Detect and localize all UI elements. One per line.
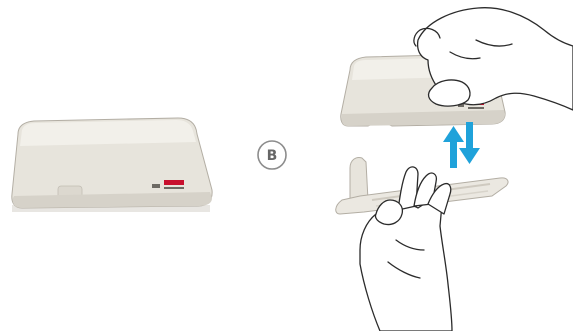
assembled-device [12,118,212,212]
arrow-down-icon [459,122,480,164]
assembled-device-brand-logo [164,180,184,185]
upper-hand [414,8,573,110]
step-marker-label: B [267,148,278,164]
assembled-device-brand-logo-line [164,187,184,189]
step-marker: B [258,141,286,169]
device-cover-brand-logo-line [468,107,484,109]
insert-remove-arrows [443,122,480,168]
arrow-up-icon [443,126,464,168]
assembled-device-top-face [20,120,196,146]
assembled-device-ce-mark [152,184,160,188]
lower-hand [360,167,452,331]
lower-hand-palm [360,198,452,331]
